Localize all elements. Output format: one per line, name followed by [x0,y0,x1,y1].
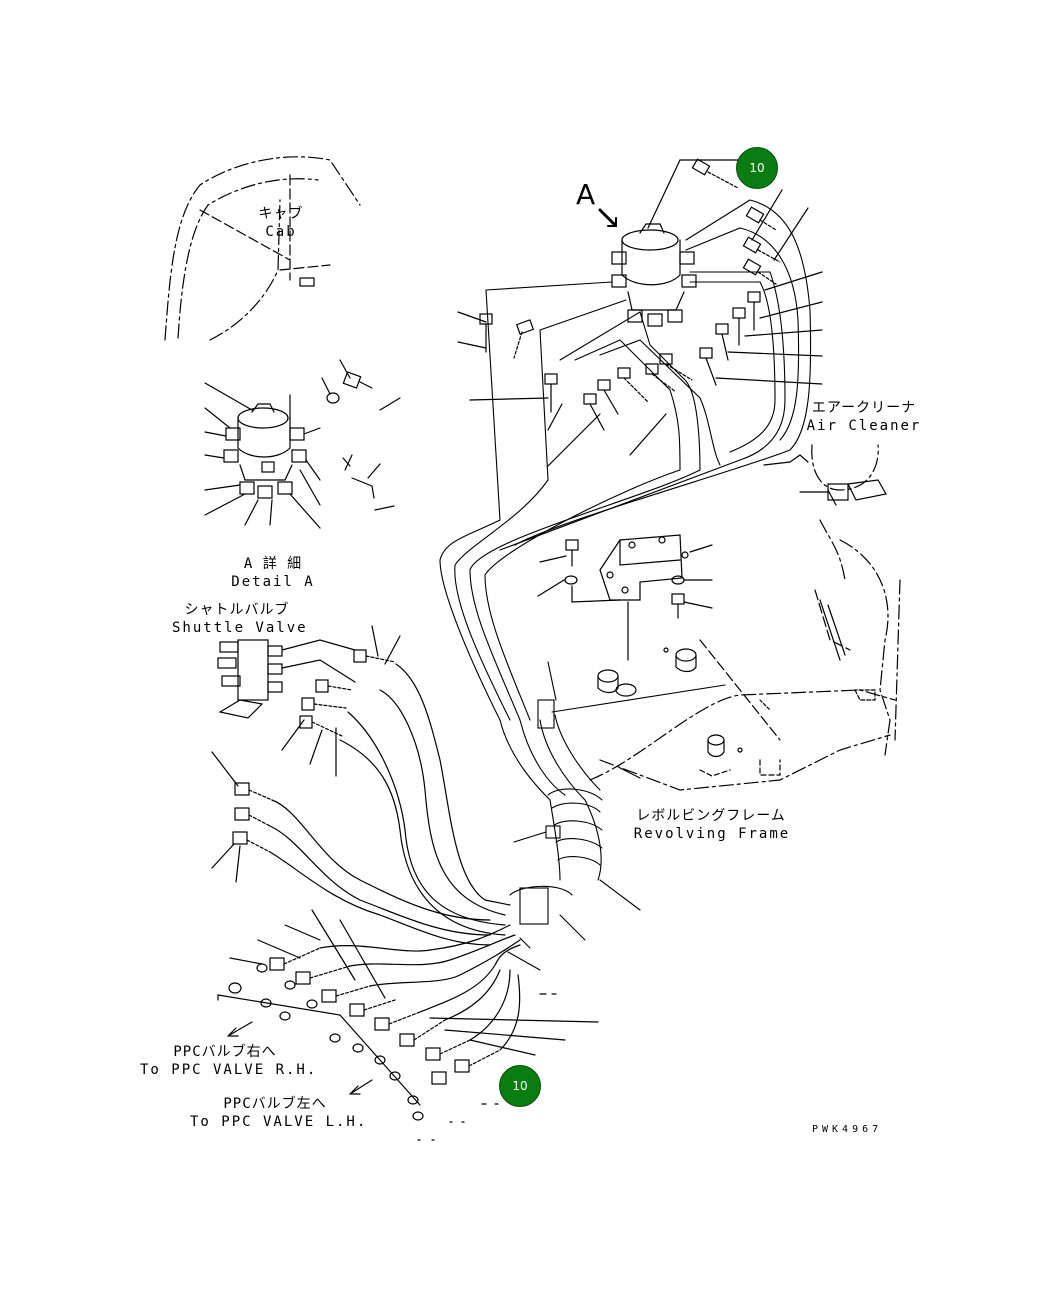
drawing-code: PWK4967 [812,1124,883,1135]
hose-bundle [439,199,812,971]
fittings-bottom [217,909,599,1141]
fittings-mid-left [211,751,491,946]
detail-a-valve [204,359,401,529]
revolving-frame-label-en: Revolving Frame [633,826,791,842]
shuttle-valve-label-jp: シャトルバルブ [184,602,290,618]
cab-label-en: Cab [265,224,297,240]
cab-label-jp: キャブ [258,206,304,222]
ppc-valve-lh-label-jp: PPCバルブ左へ [223,1096,327,1112]
ppc-valve-rh-label-jp: PPCバルブ右へ [173,1044,277,1060]
cab-outline [164,156,361,341]
air-cleaner [763,444,887,506]
detail-a-label-jp: A 詳 細 [243,556,303,572]
revolving-frame [537,519,901,791]
detail-a-label-en: Detail A [231,574,315,590]
shuttle-valve [217,625,511,936]
ppc-valve-rh-label-en: To PPC VALVE R.H. [140,1062,318,1078]
main-valve-a [598,208,697,327]
bolts-upper [479,158,781,431]
air-cleaner-label-en: Air Cleaner [806,418,922,434]
shuttle-valve-label-en: Shuttle Valve [172,620,308,636]
view-a-letter: A [576,178,596,211]
callout-10-bottom[interactable]: 10 [499,1065,541,1107]
callout-10-top[interactable]: 10 [736,147,778,189]
revolving-frame-label-jp: レボルビングフレーム [636,808,786,824]
air-cleaner-label-jp: エアークリーナ [811,400,917,416]
ppc-valve-lh-label-en: To PPC VALVE L.H. [190,1114,368,1130]
